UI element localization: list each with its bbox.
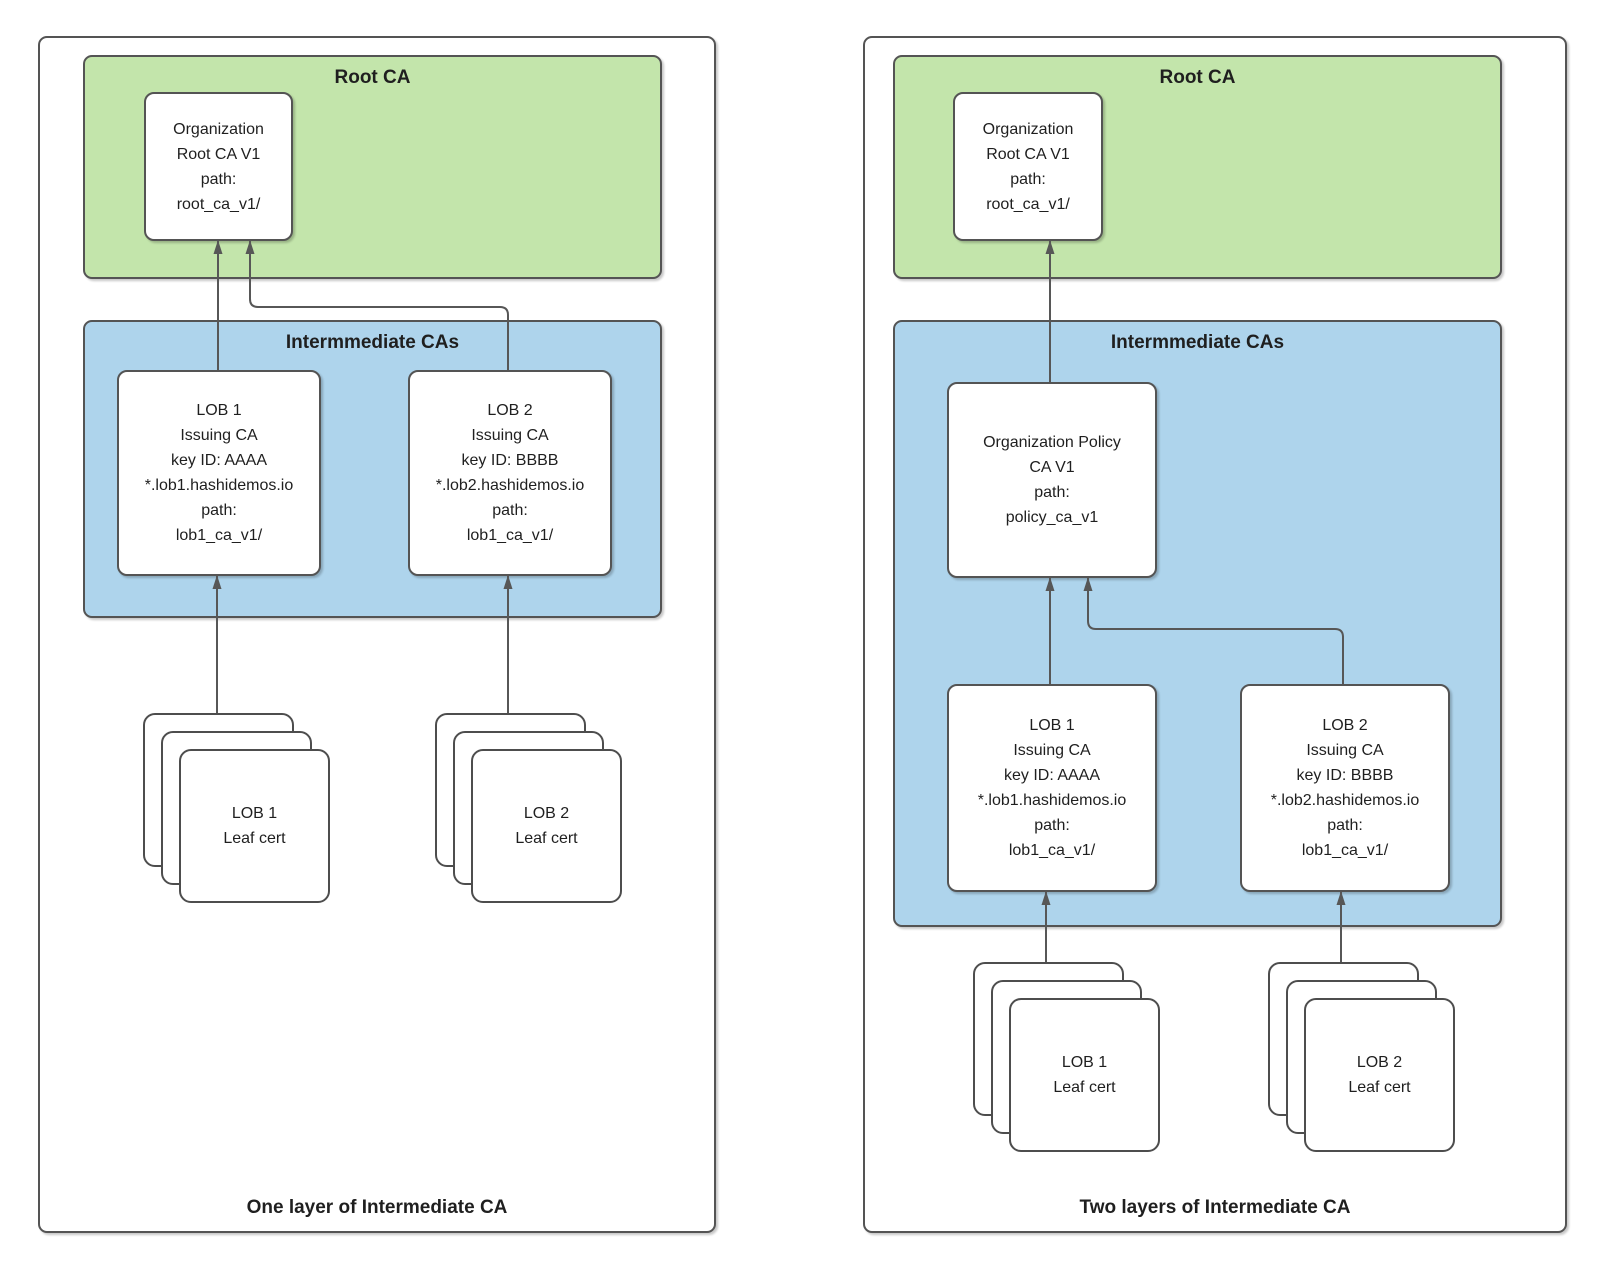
text-line: key ID: BBBB — [1296, 767, 1394, 784]
text-line: Issuing CA — [180, 427, 258, 444]
left-root-ca-group-title: Root CA — [334, 67, 411, 88]
text-line: LOB 2 — [487, 402, 533, 419]
left-panel-caption: One layer of Intermediate CA — [246, 1197, 508, 1218]
leaf-card-front: LOB 2 Leaf cert — [1304, 998, 1455, 1152]
text-line: lob1_ca_v1/ — [466, 527, 554, 544]
text-line: LOB 1 — [231, 805, 278, 822]
text-line: Leaf cert — [223, 830, 286, 847]
text-line: path: — [200, 170, 237, 188]
left-lob1-issuing-ca-node: LOB 1 Issuing CA key ID: AAAA *.lob1.hashid… — [117, 370, 321, 576]
right-intermediate-cas-group-title: Intermmediate CAs — [1110, 332, 1285, 353]
text-line: LOB 1 — [1061, 1054, 1108, 1071]
text-line: Leaf cert — [1053, 1079, 1116, 1096]
leaf-card-front: LOB 2 Leaf cert — [471, 749, 622, 903]
text-line: path: — [1034, 817, 1070, 834]
text-line: key ID: BBBB — [461, 452, 559, 469]
text-line: key ID: AAAA — [1003, 767, 1101, 784]
right-lob2-issuing-ca-node: LOB 2 Issuing CA key ID: BBBB *.lob2.hashid… — [1240, 684, 1450, 892]
text-line: lob1_ca_v1/ — [1008, 842, 1096, 859]
text-line: *.lob1.hashidemos.io — [144, 477, 294, 494]
left-intermediate-cas-group-title: Intermmediate CAs — [285, 332, 460, 353]
text-line: LOB 2 — [523, 805, 570, 822]
right-root-ca-group-title: Root CA — [1159, 67, 1236, 88]
text-line: root_ca_v1/ — [986, 195, 1070, 213]
text-line: Issuing CA — [471, 427, 549, 444]
text-line: path: — [1010, 170, 1046, 188]
text-line: path: — [1327, 817, 1363, 834]
text-line: Issuing CA — [1306, 742, 1384, 759]
text-line: lob1_ca_v1/ — [175, 527, 263, 544]
text-line: *.lob2.hashidemos.io — [1270, 792, 1420, 809]
leaf-card-front: LOB 1 Leaf cert — [179, 749, 330, 903]
text-line: LOB 1 — [1029, 717, 1075, 734]
text-line: policy_ca_v1 — [1005, 509, 1099, 526]
text-line: key ID: AAAA — [170, 452, 268, 469]
text-line: Leaf cert — [515, 830, 578, 847]
right-lob1-issuing-ca-node: LOB 1 Issuing CA key ID: AAAA *.lob1.hashid… — [947, 684, 1157, 892]
right-lob1-leaf-cert-stack: LOB 1 Leaf cert — [973, 962, 1160, 1152]
text-line: path: — [492, 502, 528, 519]
text-line: Organization — [982, 120, 1074, 138]
text-line: Root CA V1 — [986, 145, 1070, 163]
text-line: LOB 2 — [1322, 717, 1368, 734]
left-lob2-issuing-ca-node: LOB 2 Issuing CA key ID: BBBB *.lob2.hashid… — [408, 370, 612, 576]
text-line: CA V1 — [1029, 459, 1075, 476]
text-line: Issuing CA — [1013, 742, 1091, 759]
right-lob2-leaf-cert-stack: LOB 2 Leaf cert — [1268, 962, 1455, 1152]
leaf-card-front: LOB 1 Leaf cert — [1009, 998, 1160, 1152]
text-line: path: — [1034, 484, 1070, 501]
right-panel-caption: Two layers of Intermediate CA — [1079, 1197, 1351, 1218]
text-line: root_ca_v1/ — [176, 195, 261, 213]
text-line: Root CA V1 — [176, 145, 261, 163]
text-line: lob1_ca_v1/ — [1301, 842, 1389, 859]
text-line: LOB 1 — [196, 402, 242, 419]
text-line: *.lob1.hashidemos.io — [977, 792, 1127, 809]
text-line: Leaf cert — [1348, 1079, 1411, 1096]
left-lob1-leaf-cert-stack: LOB 1 Leaf cert — [143, 713, 330, 903]
right-org-policy-ca-node: Organization Policy CA V1 path: policy_ca_v… — [947, 382, 1157, 578]
text-line: Organization — [173, 120, 264, 138]
left-lob2-leaf-cert-stack: LOB 2 Leaf cert — [435, 713, 622, 903]
text-line: LOB 2 — [1356, 1054, 1403, 1071]
text-line: path: — [201, 502, 237, 519]
text-line: *.lob2.hashidemos.io — [435, 477, 585, 494]
text-line: Organization Policy — [983, 434, 1121, 451]
